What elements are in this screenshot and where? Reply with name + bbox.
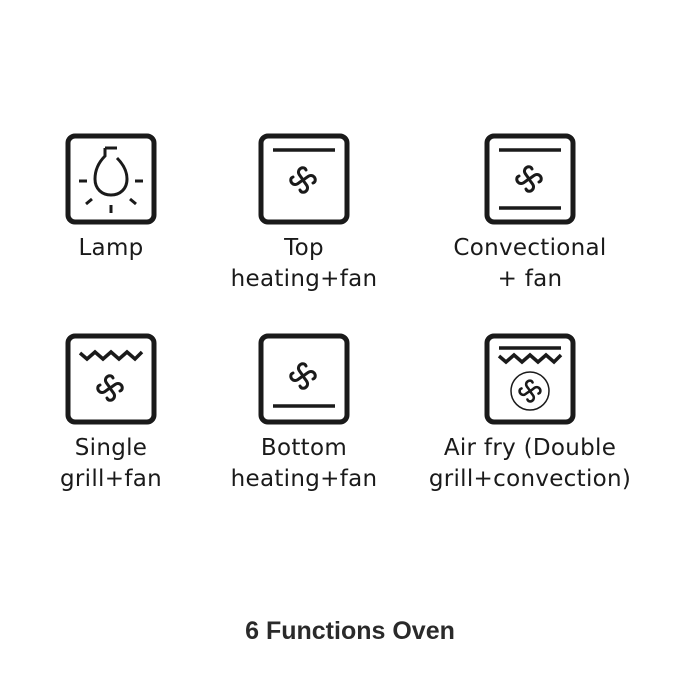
air-fry-icon <box>484 333 576 425</box>
function-top-heating-fan: Top heating+fan <box>184 133 424 295</box>
label-line: Single <box>74 435 148 461</box>
function-air-fry: Air fry (Double grill+convection) <box>410 333 650 495</box>
label-line: heating+fan <box>230 466 378 492</box>
label-line: grill+fan <box>60 466 162 492</box>
label-line: Top <box>284 235 324 261</box>
label-line: Air fry (Double <box>443 435 617 461</box>
function-lamp: Lamp <box>0 133 231 264</box>
label-line: + fan <box>497 266 563 292</box>
label-line: grill+convection) <box>428 466 632 492</box>
function-label: Convectional + fan <box>453 233 606 295</box>
function-convectional-fan: Convectional + fan <box>410 133 650 295</box>
convectional-fan-icon <box>484 133 576 225</box>
bottom-heating-fan-icon <box>258 333 350 425</box>
function-label: Lamp <box>78 233 143 264</box>
function-label: Bottom heating+fan <box>231 433 378 495</box>
function-label: Top heating+fan <box>231 233 378 295</box>
label-line: Lamp <box>78 235 144 261</box>
label-line: Convectional <box>453 235 607 261</box>
lamp-icon <box>65 133 157 225</box>
label-line: Bottom <box>260 435 348 461</box>
function-single-grill-fan: Single grill+fan <box>0 333 231 495</box>
single-grill-fan-icon <box>65 333 157 425</box>
function-bottom-heating-fan: Bottom heating+fan <box>184 333 424 495</box>
function-label: Air fry (Double grill+convection) <box>429 433 631 495</box>
label-line: heating+fan <box>230 266 378 292</box>
page-title: 6 Functions Oven <box>245 617 455 645</box>
function-label: Single grill+fan <box>60 433 162 495</box>
top-heating-fan-icon <box>258 133 350 225</box>
